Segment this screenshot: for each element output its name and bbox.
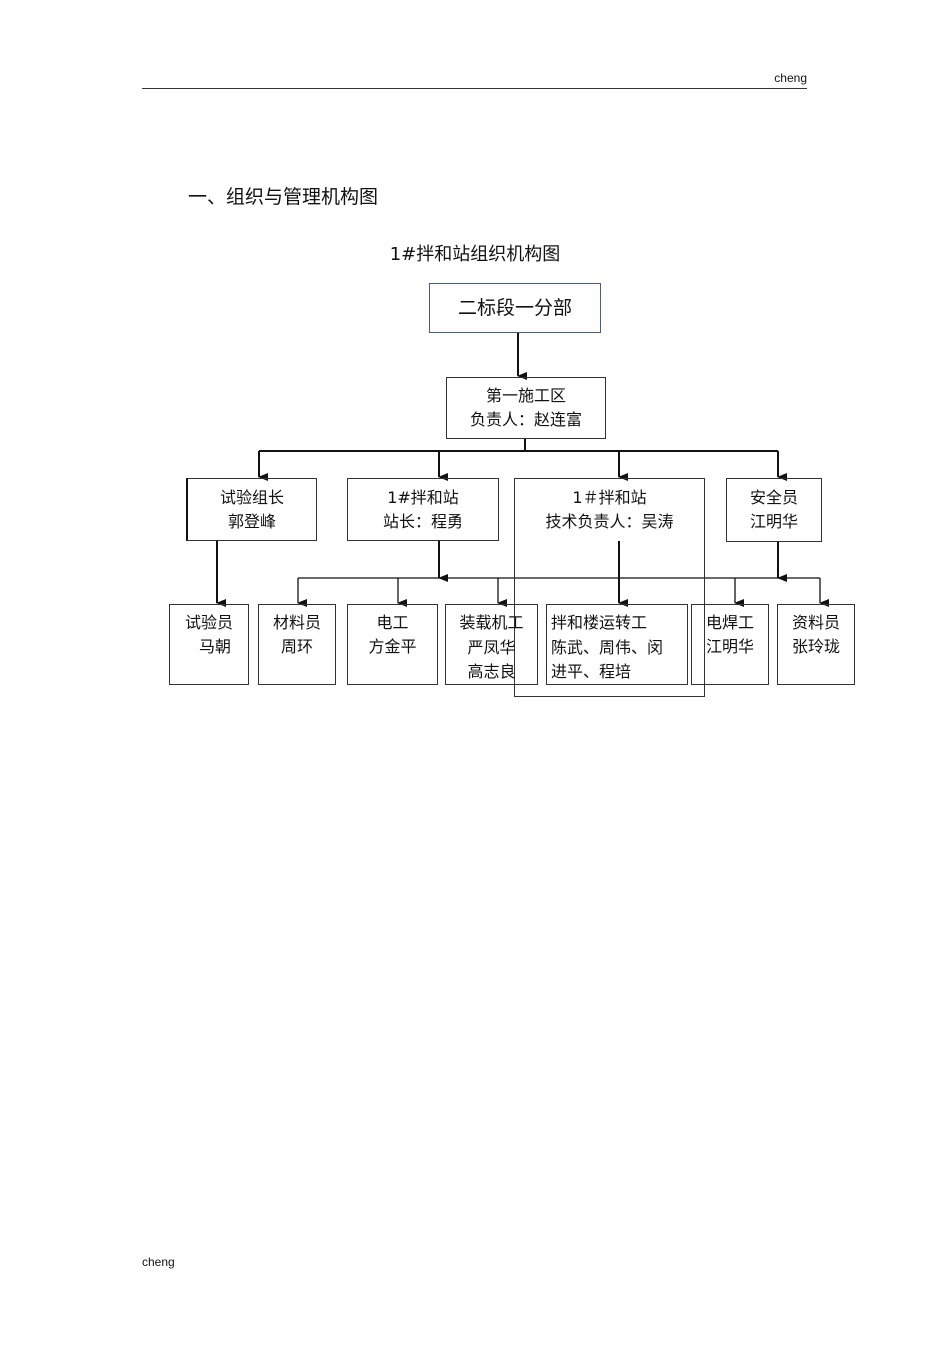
node-tester-line2: 马朝 xyxy=(198,637,231,656)
node-loader-line2: 严凤华 xyxy=(467,637,516,657)
node-area: 第一施工区 负责人：赵连富 xyxy=(446,377,606,439)
node-area-line2: 负责人：赵连富 xyxy=(469,410,582,429)
diagram-title: 1#拌和站组织机构图 xyxy=(389,244,561,265)
node-safety: 安全员 江明华 xyxy=(726,478,822,542)
page-header-text: cheng xyxy=(774,71,807,85)
node-tech-lead-line2: 技术负责人：吴涛 xyxy=(545,512,674,531)
node-welder-line1: 电焊工 xyxy=(705,613,754,632)
node-area-line1: 第一施工区 xyxy=(485,386,566,405)
node-root-label: 二标段一分部 xyxy=(457,297,572,319)
node-welder: 电焊工 江明华 xyxy=(691,604,769,685)
node-materials: 材料员 周环 xyxy=(258,604,336,685)
node-operators-line1: 拌和楼运转工 xyxy=(551,613,648,632)
node-station-head-line2: 站长：程勇 xyxy=(382,512,463,531)
node-materials-line2: 周环 xyxy=(280,637,313,656)
node-safety-line2: 江明华 xyxy=(749,512,798,531)
node-electrician-line1: 电工 xyxy=(376,613,409,632)
node-station-head-line1: 1#拌和站 xyxy=(387,488,459,507)
node-test-lead-line2: 郭登峰 xyxy=(227,512,276,531)
node-operators-line3: 进平、程培 xyxy=(551,662,632,681)
node-loader-line1: 装载机工 xyxy=(459,613,524,632)
node-tech-lead-line1: 1＃拌和站 xyxy=(572,488,647,507)
node-loader: 装载机工 严凤华 高志良 xyxy=(445,604,538,685)
section-title: 一、组织与管理机构图 xyxy=(188,186,379,208)
node-records: 资料员 张玲珑 xyxy=(777,604,855,685)
node-loader-line3: 高志良 xyxy=(467,662,516,681)
node-test-lead-line1: 试验组长 xyxy=(219,488,284,507)
node-safety-line1: 安全员 xyxy=(749,488,798,507)
node-station-head: 1#拌和站 站长：程勇 xyxy=(347,478,499,541)
node-tester-line1: 试验员 xyxy=(184,613,233,632)
node-operators: 拌和楼运转工 陈武、周伟、闵 进平、程培 xyxy=(546,604,688,685)
page-footer-text: cheng xyxy=(142,1255,175,1269)
node-test-lead: 试验组长 郭登峰 xyxy=(186,478,317,541)
node-root: 二标段一分部 xyxy=(429,283,601,333)
node-tech-lead: 1＃拌和站 技术负责人：吴涛 xyxy=(514,478,705,697)
node-records-line1: 资料员 xyxy=(791,613,840,632)
node-tester: 试验员 马朝 xyxy=(169,604,249,685)
node-electrician: 电工 方金平 xyxy=(347,604,438,685)
node-operators-line2: 陈武、周伟、闵 xyxy=(551,637,664,657)
node-electrician-line2: 方金平 xyxy=(368,637,417,656)
node-records-line2: 张玲珑 xyxy=(791,637,840,656)
node-materials-line1: 材料员 xyxy=(272,613,321,632)
header-rule xyxy=(142,88,807,89)
node-welder-line2: 江明华 xyxy=(705,637,754,656)
